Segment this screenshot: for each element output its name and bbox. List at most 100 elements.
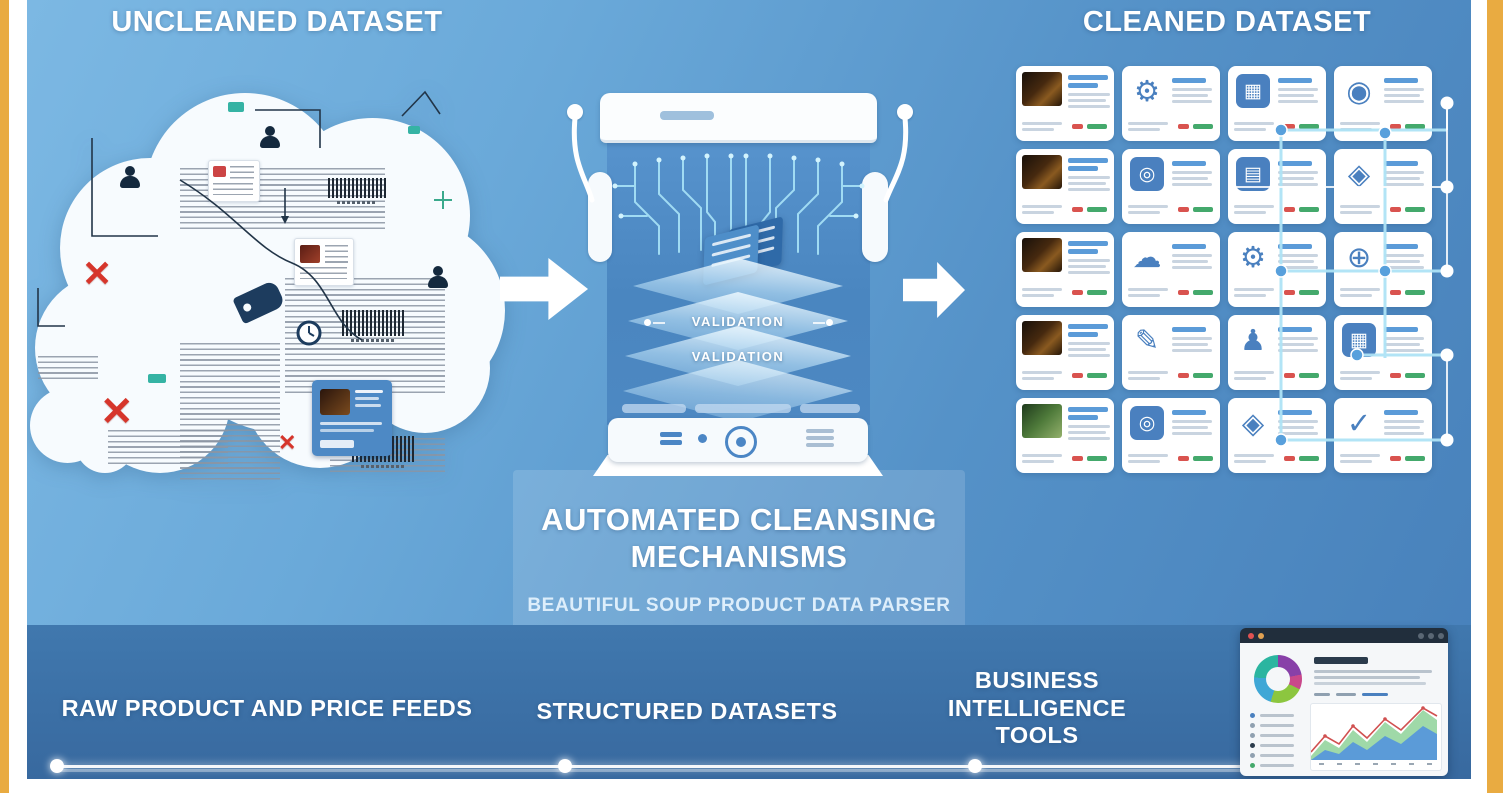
price-old <box>1072 207 1083 212</box>
person-icon <box>426 266 450 288</box>
record-card: ▤ <box>1228 149 1326 224</box>
cleaned-dataset-title: CLEANED DATASET <box>1082 6 1372 38</box>
price-old <box>1284 124 1295 129</box>
arrow-right-icon <box>903 262 965 318</box>
uncleaned-dataset-title: UNCLEANED DATASET <box>111 6 443 38</box>
product-photo <box>1022 155 1062 189</box>
menu-lines-icon <box>806 436 834 440</box>
price-new <box>1405 207 1425 212</box>
equalizer-icon <box>660 440 682 445</box>
uncleaned-data-cloud: ✕ ✕ ✕ <box>30 88 505 483</box>
tools-icon: ⚙ <box>1240 241 1266 274</box>
red-x-icon: ✕ <box>82 253 113 294</box>
price-new <box>1299 124 1319 129</box>
id-card <box>294 238 354 286</box>
product-card <box>1016 232 1114 307</box>
bi-dashboard-window <box>1240 628 1448 776</box>
record-card: ◈ <box>1334 149 1432 224</box>
area-chart-icon <box>1310 703 1442 771</box>
price-new <box>1299 290 1319 295</box>
machine-knob <box>567 104 583 120</box>
red-x-icon: ✕ <box>278 430 297 455</box>
automated-cleansing-title: AUTOMATED CLEANSING MECHANISMS <box>541 502 937 574</box>
donut-chart-icon <box>1254 655 1302 703</box>
record-card: ◈ <box>1228 398 1326 473</box>
record-card: ◎ <box>1122 398 1220 473</box>
panel-icon: ▦ <box>1236 74 1270 108</box>
robot-icon: ♟ <box>1240 324 1266 357</box>
price-old <box>1284 290 1295 295</box>
price-new <box>1087 456 1107 461</box>
price-new <box>1087 290 1107 295</box>
record-card: ☁ <box>1122 232 1220 307</box>
tag-icon: ◈ <box>1241 407 1265 440</box>
timeline-line <box>57 765 1312 768</box>
record-card: ♟ <box>1228 315 1326 390</box>
id-card <box>208 160 260 202</box>
diagram-content: UNCLEANED DATASET CLEANED DATASET <box>27 0 1471 779</box>
window-dot <box>1418 633 1424 639</box>
window-dot <box>1438 633 1444 639</box>
bottom-flow-band: RAW PRODUCT AND PRICE FEEDS STRUCTURED D… <box>27 625 1471 779</box>
price-new <box>1193 456 1213 461</box>
machine-knob <box>897 104 913 120</box>
noisy-text-block <box>38 356 98 382</box>
red-x-icon: ✕ <box>100 390 134 434</box>
lifebuoy-icon: ◎ <box>1130 157 1164 191</box>
price-old <box>1390 373 1401 378</box>
price-old <box>1390 290 1401 295</box>
price-new <box>1405 373 1425 378</box>
side-node <box>826 319 833 326</box>
price-old <box>1178 456 1189 461</box>
product-photo <box>1022 404 1062 438</box>
product-card <box>1016 149 1114 224</box>
price-new <box>1299 207 1319 212</box>
dot-indicator <box>698 434 707 443</box>
price-old <box>1284 456 1295 461</box>
product-photo <box>1022 238 1062 272</box>
price-new <box>1299 456 1319 461</box>
window-dot-orange <box>1258 633 1264 639</box>
product-photo <box>1022 321 1062 355</box>
window-dot <box>1428 633 1434 639</box>
barcode <box>328 178 386 204</box>
product-card <box>1016 315 1114 390</box>
price-new <box>1405 124 1425 129</box>
record-card: ◎ <box>1122 149 1220 224</box>
search-gear-icon: ⊕ <box>1346 241 1372 274</box>
price-old <box>1178 290 1189 295</box>
frame-right-bar <box>1487 0 1503 793</box>
record-card: ⊕ <box>1334 232 1432 307</box>
person-icon <box>258 126 282 148</box>
record-card: ⚙ <box>1122 66 1220 141</box>
product-photo <box>1022 72 1062 106</box>
parser-subtitle: BEAUTIFUL SOUP PRODUCT DATA PARSER <box>527 595 951 616</box>
noisy-text-block <box>108 430 228 466</box>
gears-icon: ⚙ <box>1134 75 1160 108</box>
price-new <box>1087 207 1107 212</box>
feed-slot <box>660 111 714 120</box>
menu-lines-icon <box>806 443 834 447</box>
price-old <box>1072 456 1083 461</box>
price-old <box>1178 207 1189 212</box>
price-old <box>1178 373 1189 378</box>
price-old <box>1284 207 1295 212</box>
window-dot-red <box>1248 633 1254 639</box>
price-new <box>1405 456 1425 461</box>
equalizer-icon <box>660 432 682 437</box>
cleaned-dataset-grid: ⚙ ▦ ◉ ◎ <box>1016 66 1432 473</box>
price-tag-icon: ◈ <box>1347 158 1371 191</box>
validation-label: VALIDATION <box>691 314 785 330</box>
arrow-right-icon <box>500 258 588 320</box>
timeline-node <box>968 759 982 773</box>
frame-left-bar <box>0 0 9 793</box>
record-card: ⚙ <box>1228 232 1326 307</box>
credit-card-icon: ▤ <box>1236 157 1270 191</box>
record-card: ▦ <box>1334 315 1432 390</box>
record-card: ▦ <box>1228 66 1326 141</box>
chat-icon: ✎ <box>1134 324 1160 357</box>
validation-label: VALIDATION <box>691 348 785 364</box>
price-new <box>1193 207 1213 212</box>
record-card: ✎ <box>1122 315 1220 390</box>
price-old <box>1072 124 1083 129</box>
